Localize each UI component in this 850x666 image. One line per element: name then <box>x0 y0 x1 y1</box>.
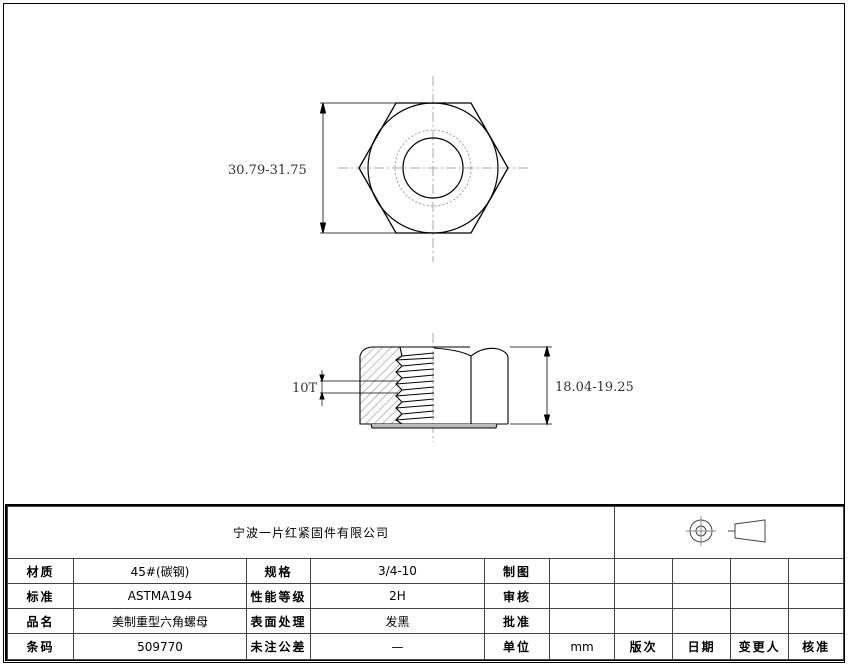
label-spec: 规格 <box>246 558 311 584</box>
value-approved <box>548 608 616 634</box>
label-drawn: 制图 <box>484 558 550 584</box>
rev-cell <box>788 583 845 609</box>
rev-cell <box>788 608 845 634</box>
rev-cell <box>672 558 732 584</box>
rev-cell <box>672 583 732 609</box>
value-checked <box>548 583 616 609</box>
value-barcode: 509770 <box>73 633 247 660</box>
value-spec: 3/4-10 <box>310 558 485 584</box>
value-product-name: 美制重型六角螺母 <box>73 608 247 634</box>
drawing-frame <box>3 3 845 663</box>
rev-cell <box>730 583 790 609</box>
rev-cell <box>614 558 674 584</box>
technical-drawing: 30.79-31.75 <box>228 76 634 442</box>
label-standard: 标准 <box>7 583 74 609</box>
rev-cell <box>730 608 790 634</box>
label-surface: 表面处理 <box>246 608 311 634</box>
rev-header-changer: 变更人 <box>730 633 790 660</box>
value-tolerance: — <box>310 633 485 660</box>
value-material: 45#(碳钢) <box>73 558 247 584</box>
side-view <box>319 333 552 442</box>
label-grade: 性能等级 <box>246 583 311 609</box>
title-block: 宁波一片红紧固件有限公司 材质 45#(碳钢) 规格 3/4-10 制图 标准 … <box>5 504 845 661</box>
value-drawn <box>548 558 616 584</box>
rev-cell <box>730 558 790 584</box>
rev-header-version: 版次 <box>614 633 674 660</box>
rev-header-date: 日期 <box>672 633 732 660</box>
first-angle-projection-icon <box>686 516 766 546</box>
height-dimension-label: 18.04-19.25 <box>555 380 634 395</box>
label-approved: 批准 <box>484 608 550 634</box>
rev-cell <box>614 608 674 634</box>
rev-cell <box>788 558 845 584</box>
company-name: 宁波一片红紧固件有限公司 <box>6 506 616 559</box>
value-standard: ASTMA194 <box>73 583 247 609</box>
label-unit: 单位 <box>484 633 550 660</box>
top-dimension-label: 30.79-31.75 <box>228 163 307 178</box>
value-surface: 发黑 <box>310 608 485 634</box>
top-view <box>319 76 530 262</box>
rev-cell <box>614 583 674 609</box>
label-tolerance: 未注公差 <box>246 633 311 660</box>
rev-header-approval: 核准 <box>788 633 845 660</box>
label-checked: 审核 <box>484 583 550 609</box>
label-product-name: 品名 <box>7 608 74 634</box>
label-barcode: 条码 <box>7 633 74 660</box>
value-unit: mm <box>548 633 616 660</box>
projection-symbol <box>614 506 845 559</box>
value-grade: 2H <box>310 583 485 609</box>
label-material: 材质 <box>7 558 74 584</box>
rev-cell <box>672 608 732 634</box>
thread-pitch-label: 10T <box>292 381 318 396</box>
